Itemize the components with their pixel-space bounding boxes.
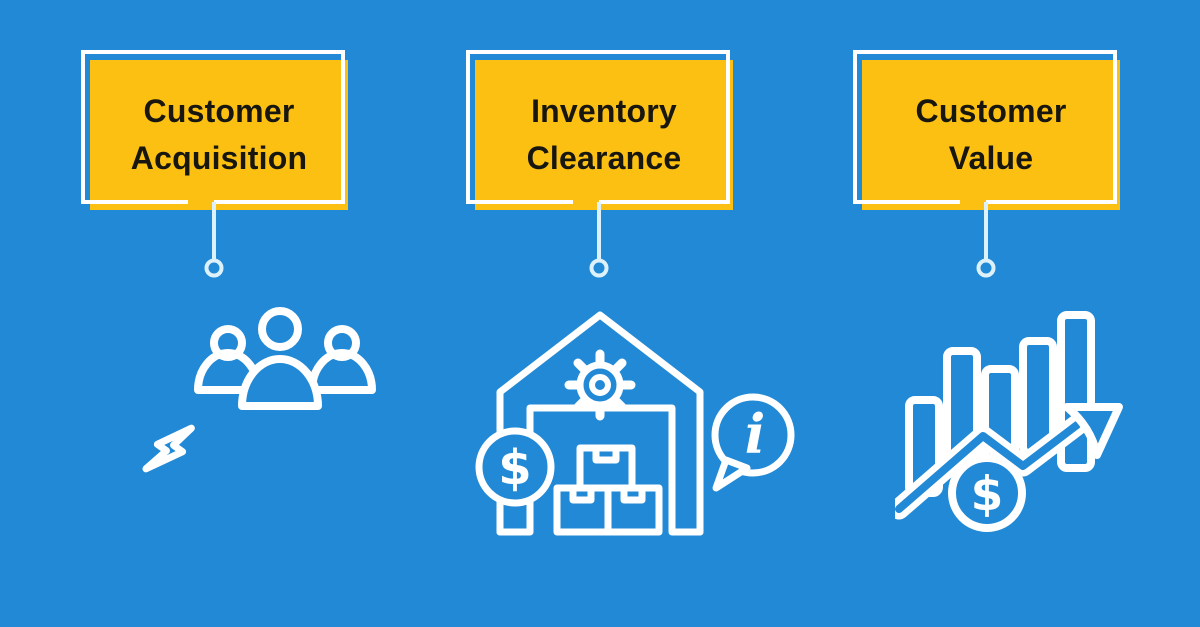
arrowhead (1063, 403, 1123, 459)
connector-circle (589, 258, 609, 278)
card-title-line: Customer (143, 93, 295, 129)
person-body-right (308, 349, 376, 394)
magnet-attracting-customers-icon (142, 307, 376, 473)
card-title-line: Clearance (526, 140, 682, 176)
box-bottom-left-flap (569, 484, 595, 504)
trend-arrow (895, 403, 1123, 520)
dollar-coin-icon: $ (948, 454, 1026, 532)
label-card: Inventory Clearance (475, 60, 733, 210)
box-bottom-right-flap (620, 484, 646, 504)
bubble-tail (712, 456, 751, 492)
lightning-bolt-icon (142, 424, 195, 473)
person-body-left (194, 349, 262, 394)
box-top (576, 444, 636, 492)
card-title-line: Customer (915, 93, 1067, 129)
box-bottom-left (553, 484, 612, 536)
person-head-right (324, 325, 360, 361)
dollar-coin-icon: $ (475, 427, 555, 507)
dollar-glyph: $ (498, 440, 531, 496)
dollar-glyph: $ (971, 467, 1004, 522)
info-glyph: i (745, 402, 766, 466)
label-card: Customer Value (862, 60, 1120, 210)
card-title-line: Inventory (531, 93, 677, 129)
info-bubble-icon: i (711, 393, 795, 492)
gear-icon (564, 349, 636, 421)
warehouse-doorway (496, 404, 704, 536)
card-title-line: Value (948, 140, 1034, 176)
person-head-left (210, 325, 246, 361)
growth-chart-dollar-icon: $ (895, 311, 1123, 532)
warehouse-inventory-icon: $ i (475, 311, 795, 536)
person-head-center (258, 307, 302, 351)
bar-chart-bars (905, 311, 1095, 497)
box-bottom-right (604, 484, 663, 536)
warehouse-walls (496, 311, 704, 536)
connector-circle (204, 258, 224, 278)
card-title-line: Acquisition (130, 140, 308, 176)
connector-circle (976, 258, 996, 278)
person-body-center (238, 355, 322, 410)
label-card: Customer Acquisition (90, 60, 348, 210)
box-top-flap (592, 444, 620, 464)
